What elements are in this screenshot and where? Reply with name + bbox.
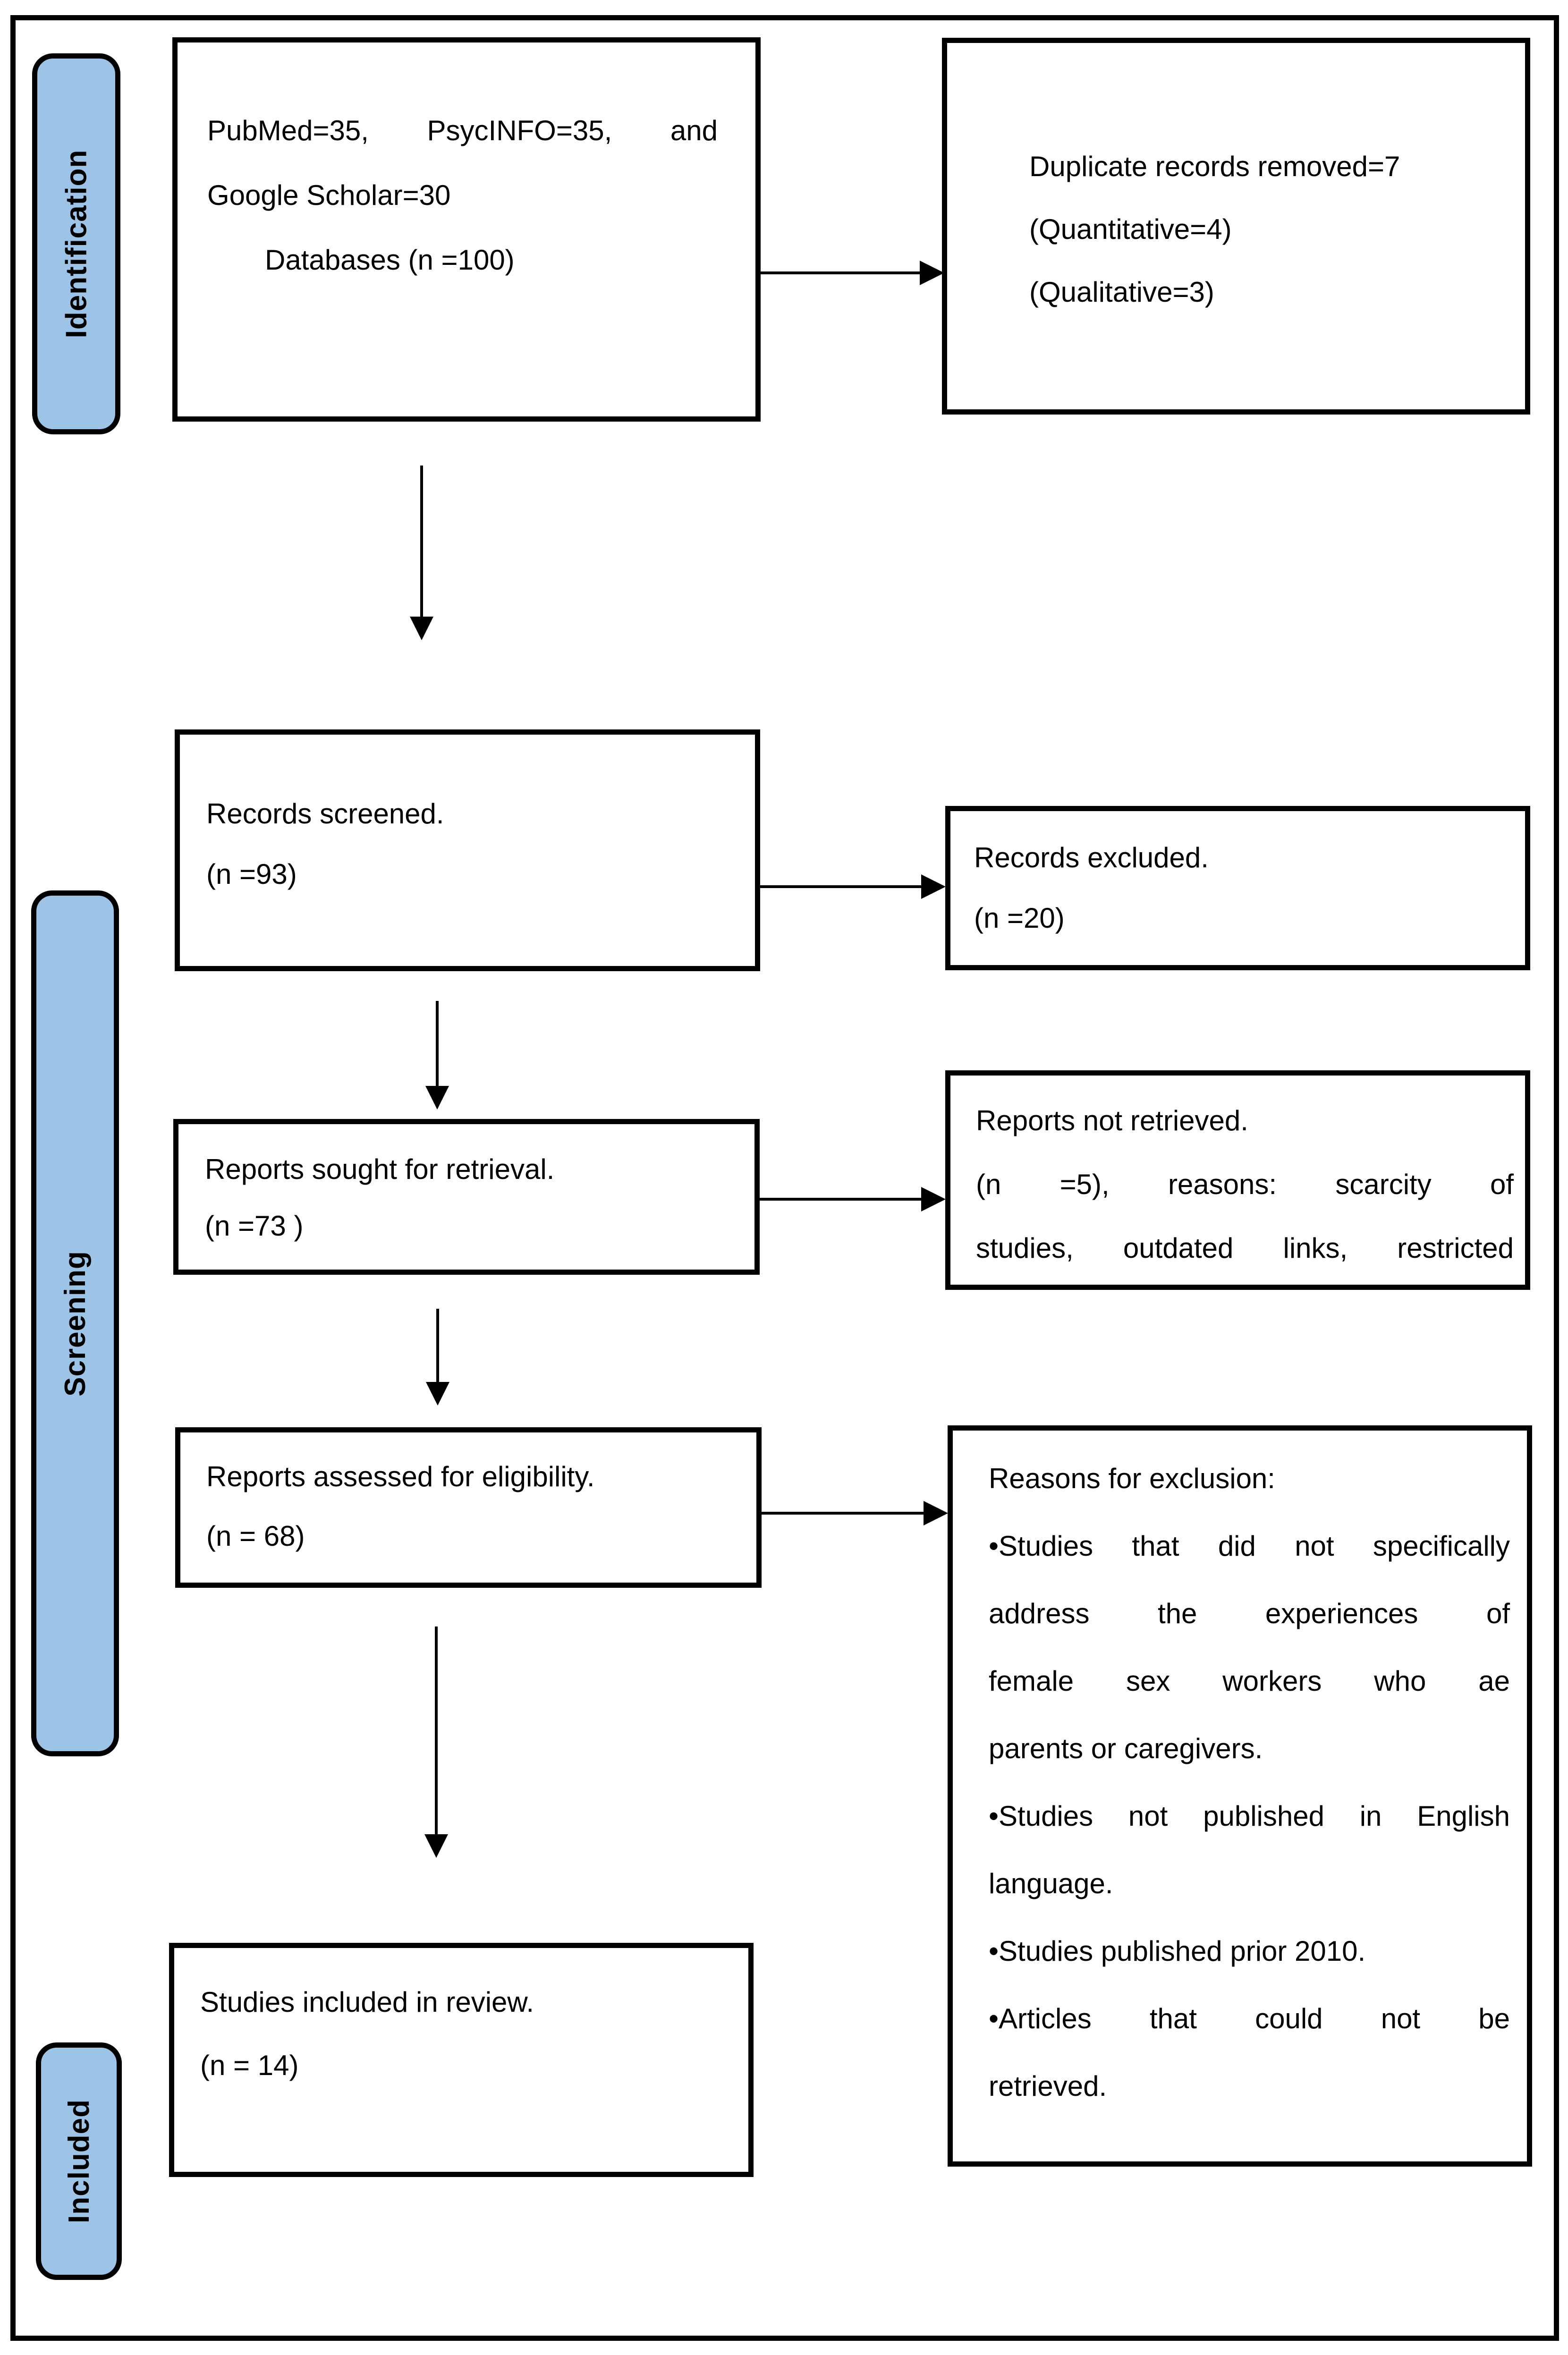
box-text-line: •Studies published prior 2010.: [989, 1935, 1366, 1967]
arrow-sought-to-not-retrieved-head: [921, 1187, 946, 1211]
stage-label-screening-text: Screening: [59, 1250, 92, 1397]
box-exclusion-reasons: Reasons for exclusion: •Studies that did …: [948, 1425, 1532, 2167]
box-text-line: PubMed=35, PsycINFO=35, and: [207, 115, 718, 146]
box-text-line: female sex workers who ae: [989, 1665, 1510, 1697]
box-text-line: Reports sought for retrieval.: [205, 1153, 555, 1185]
box-text-line: studies, outdated links, restricted: [976, 1232, 1514, 1264]
box-duplicate-records-removed: Duplicate records removed=7 (Quantitative…: [942, 38, 1530, 415]
arrow-databases-to-screened-shaft: [420, 466, 423, 617]
arrow-sought-to-assessed-shaft: [436, 1309, 439, 1382]
box-text-line: (n =73 ): [205, 1210, 304, 1242]
box-studies-included: Studies included in review. (n = 14): [169, 1943, 754, 2177]
box-reports-assessed: Reports assessed for eligibility. (n = 68…: [175, 1427, 762, 1588]
box-text-line: language.: [989, 1868, 1113, 1899]
arrow-databases-to-duplicates-shaft: [761, 271, 920, 274]
arrow-screened-to-excluded-head: [921, 874, 946, 899]
arrow-assessed-to-reasons-head: [924, 1501, 948, 1525]
arrow-databases-to-duplicates-head: [920, 261, 944, 285]
stage-label-included: Included: [36, 2042, 122, 2280]
outer-border: [10, 15, 1559, 2341]
box-reports-not-retrieved: Reports not retrieved. (n =5), reasons: s…: [945, 1070, 1530, 1290]
stage-label-identification-text: Identification: [60, 149, 93, 339]
box-text-line: retrieved.: [989, 2070, 1107, 2102]
box-reports-sought: Reports sought for retrieval. (n =73 ): [173, 1119, 760, 1275]
box-text-line: Reports assessed for eligibility.: [206, 1461, 595, 1492]
box-text-line: Studies included in review.: [200, 1986, 534, 2018]
box-text-line: parents or caregivers.: [989, 1733, 1263, 1764]
box-text-line: (Quantitative=4): [1029, 213, 1232, 245]
box-text-line: •Studies that did not specifically: [989, 1530, 1510, 1562]
arrow-screened-to-sought-head: [425, 1086, 449, 1110]
box-text-line: Reasons for exclusion:: [989, 1463, 1275, 1494]
stage-label-identification: Identification: [32, 53, 120, 434]
arrow-databases-to-screened-head: [410, 617, 433, 640]
arrow-sought-to-assessed-head: [426, 1382, 449, 1406]
box-text-line: (n = 68): [206, 1520, 305, 1552]
arrow-screened-to-excluded-shaft: [760, 885, 921, 888]
arrow-sought-to-not-retrieved-shaft: [759, 1198, 921, 1201]
box-text-line: (n =5), reasons: scarcity of: [976, 1169, 1514, 1200]
box-text-line: (n = 14): [200, 2050, 299, 2081]
box-text-line: Databases (n =100): [265, 244, 515, 276]
stage-label-included-text: Included: [62, 2099, 95, 2223]
arrow-assessed-to-included-shaft: [435, 1626, 438, 1834]
box-text-line: address the experiences of: [989, 1598, 1510, 1629]
box-text-line: •Studies not published in English: [989, 1800, 1510, 1832]
box-records-screened: Records screened. (n =93): [175, 729, 760, 971]
arrow-screened-to-sought-shaft: [436, 1001, 439, 1086]
stage-label-screening: Screening: [31, 890, 119, 1756]
box-text-line: (n =20): [974, 902, 1065, 934]
box-text-line: (Qualitative=3): [1029, 276, 1214, 308]
box-text-line: Reports not retrieved.: [976, 1105, 1248, 1136]
box-text-line: (n =93): [206, 858, 297, 890]
box-text-line: •Articles that could not be: [989, 2003, 1510, 2034]
box-text-line: Records excluded.: [974, 842, 1209, 873]
arrow-assessed-to-reasons-shaft: [761, 1512, 924, 1515]
box-text-line: Records screened.: [206, 798, 444, 830]
arrow-assessed-to-included-head: [424, 1834, 448, 1858]
box-records-excluded: Records excluded. (n =20): [945, 806, 1530, 970]
box-text-line: Google Scholar=30: [207, 179, 451, 211]
box-text-line: Duplicate records removed=7: [1029, 151, 1400, 182]
